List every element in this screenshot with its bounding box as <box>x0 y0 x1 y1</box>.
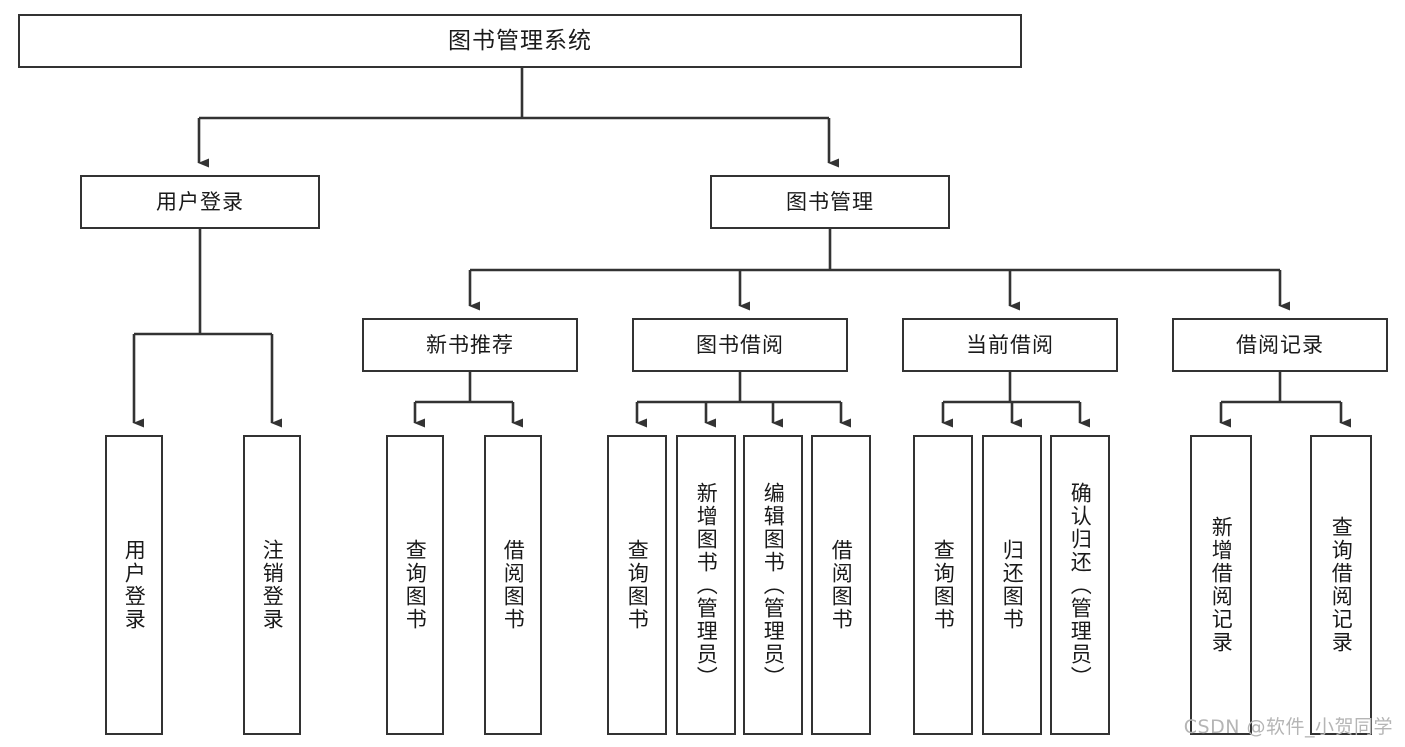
node-user-login[interactable]: 用户登录 <box>80 175 320 229</box>
node-borrow-record-label: 借阅记录 <box>1236 332 1324 357</box>
node-leaf-borrow-book-2-label: 借阅图书 <box>829 539 854 631</box>
node-leaf-query-book-3-label: 查询图书 <box>931 539 956 631</box>
node-leaf-user-login[interactable]: 用户登录 <box>105 435 163 735</box>
node-leaf-add-book-label: 新增图书（管理员） <box>694 481 719 689</box>
node-leaf-add-book[interactable]: 新增图书（管理员） <box>676 435 736 735</box>
node-leaf-query-book-1[interactable]: 查询图书 <box>386 435 444 735</box>
node-book-borrow[interactable]: 图书借阅 <box>632 318 848 372</box>
node-leaf-user-logout[interactable]: 注销登录 <box>243 435 301 735</box>
node-current-borrow[interactable]: 当前借阅 <box>902 318 1118 372</box>
node-new-book-recommend-label: 新书推荐 <box>426 332 514 357</box>
node-leaf-return-book[interactable]: 归还图书 <box>982 435 1042 735</box>
node-leaf-confirm-return[interactable]: 确认归还（管理员） <box>1050 435 1110 735</box>
node-leaf-query-book-3[interactable]: 查询图书 <box>913 435 973 735</box>
node-leaf-add-record[interactable]: 新增借阅记录 <box>1190 435 1252 735</box>
node-root[interactable]: 图书管理系统 <box>18 14 1022 68</box>
node-new-book-recommend[interactable]: 新书推荐 <box>362 318 578 372</box>
node-current-borrow-label: 当前借阅 <box>966 332 1054 357</box>
node-book-management[interactable]: 图书管理 <box>710 175 950 229</box>
node-user-login-label: 用户登录 <box>156 189 244 214</box>
node-leaf-query-record[interactable]: 查询借阅记录 <box>1310 435 1372 735</box>
node-leaf-query-book-1-label: 查询图书 <box>403 539 428 631</box>
node-leaf-return-book-label: 归还图书 <box>1000 539 1025 631</box>
node-book-borrow-label: 图书借阅 <box>696 332 784 357</box>
node-leaf-query-book-2[interactable]: 查询图书 <box>607 435 667 735</box>
node-leaf-confirm-return-label: 确认归还（管理员） <box>1068 481 1093 689</box>
node-borrow-record[interactable]: 借阅记录 <box>1172 318 1388 372</box>
node-root-label: 图书管理系统 <box>448 27 592 54</box>
node-leaf-borrow-book-1[interactable]: 借阅图书 <box>484 435 542 735</box>
node-leaf-add-record-label: 新增借阅记录 <box>1209 516 1234 654</box>
node-leaf-query-book-2-label: 查询图书 <box>625 539 650 631</box>
node-leaf-borrow-book-1-label: 借阅图书 <box>501 539 526 631</box>
node-leaf-edit-book[interactable]: 编辑图书（管理员） <box>743 435 803 735</box>
node-book-management-label: 图书管理 <box>786 189 874 214</box>
node-leaf-user-login-label: 用户登录 <box>122 539 147 631</box>
node-leaf-query-record-label: 查询借阅记录 <box>1329 516 1354 654</box>
node-leaf-edit-book-label: 编辑图书（管理员） <box>761 481 786 689</box>
node-leaf-user-logout-label: 注销登录 <box>260 539 285 631</box>
node-leaf-borrow-book-2[interactable]: 借阅图书 <box>811 435 871 735</box>
